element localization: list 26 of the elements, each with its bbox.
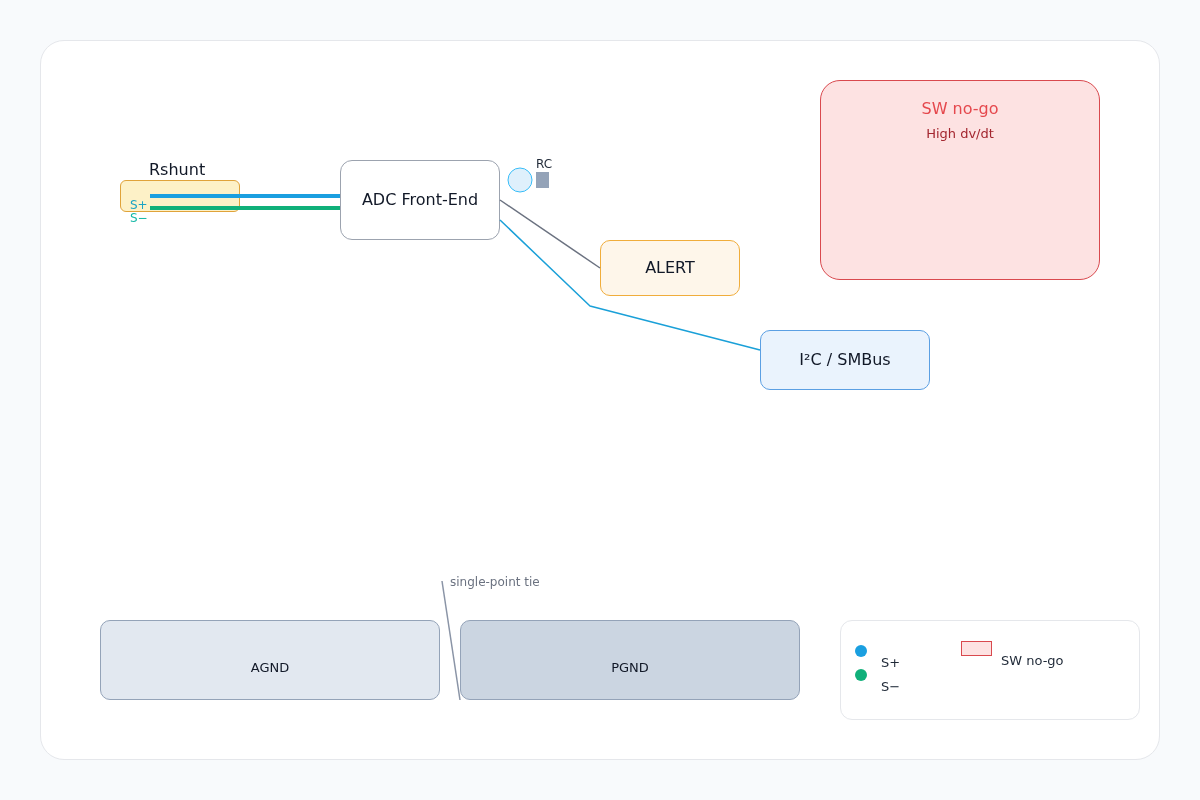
signal-line (499, 219, 761, 351)
legend-label: S+ (881, 655, 901, 670)
pcb-trace (150, 194, 340, 198)
block-label: ADC Front-End (361, 190, 479, 210)
adc-block (340, 160, 500, 240)
keep-out-zone (820, 80, 1100, 280)
ground-region (460, 620, 800, 700)
signal-line (499, 199, 601, 269)
block-label: ALERT (645, 258, 695, 278)
component-label: RC (536, 158, 553, 171)
zone-title: SW no-go (921, 99, 999, 119)
zone-note: High dv/dt (926, 126, 994, 142)
legend-label: S− (881, 679, 901, 694)
component-label: Rshunt (149, 160, 206, 180)
block-label: I²C / SMBus (799, 350, 891, 370)
ground-region (100, 620, 440, 700)
region-label: PGND (611, 660, 649, 676)
pin-label: S− (130, 212, 148, 225)
legend-label: SW no-go (1001, 653, 1064, 668)
pcb-trace (150, 206, 340, 210)
leader-line (441, 580, 461, 701)
bus-interface-block (760, 330, 930, 390)
alert-block (600, 240, 740, 296)
region-label: AGND (250, 660, 290, 676)
pin-label: S+ (130, 199, 148, 212)
tie-annotation: single-point tie (442, 575, 540, 590)
